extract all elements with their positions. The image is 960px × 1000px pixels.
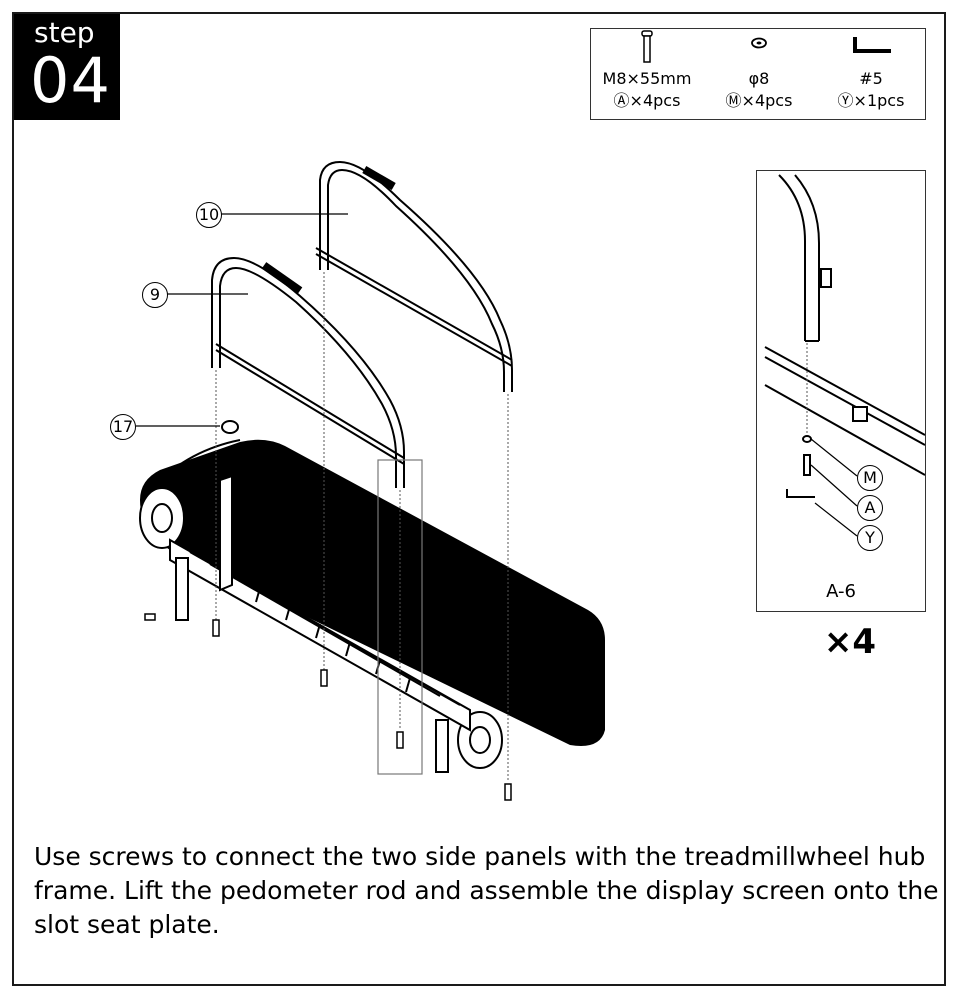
detail-view: M A Y A-6 bbox=[756, 170, 926, 612]
part-qty: Ⓨ×1pcs bbox=[837, 91, 905, 110]
step-badge: step 04 bbox=[14, 14, 120, 120]
side-panel-10 bbox=[319, 160, 513, 392]
side-panel-9 bbox=[211, 256, 405, 488]
treadmill-belt bbox=[140, 439, 605, 746]
part-spec: #5 bbox=[859, 69, 883, 88]
step-number: 04 bbox=[30, 44, 111, 117]
callout-10: 10 bbox=[196, 202, 222, 228]
callout-17: 17 bbox=[110, 414, 136, 440]
parts-list: M8×55mm Ⓐ×4pcs φ8 Ⓜ×4pcs #5 Ⓨ×1pcs bbox=[590, 28, 926, 120]
instruction-text: Use screws to connect the two side panel… bbox=[34, 842, 939, 939]
part-washer: φ8 Ⓜ×4pcs bbox=[703, 29, 815, 121]
screw-icon bbox=[641, 30, 653, 63]
treadmill-illustration bbox=[136, 160, 605, 801]
part-hex-key: #5 Ⓨ×1pcs bbox=[815, 29, 927, 121]
detail-caption: A-6 bbox=[826, 581, 856, 602]
detail-label-m: M bbox=[857, 465, 883, 491]
hex-key-icon bbox=[853, 37, 891, 53]
part-qty: Ⓜ×4pcs bbox=[725, 91, 793, 110]
part-spec: φ8 bbox=[748, 69, 770, 88]
part-spec: M8×55mm bbox=[602, 69, 692, 88]
part-screw: M8×55mm Ⓐ×4pcs bbox=[591, 29, 703, 121]
detail-label-a: A bbox=[857, 495, 883, 521]
part-qty: Ⓐ×4pcs bbox=[613, 91, 681, 110]
washer-icon bbox=[751, 37, 767, 49]
page-frame bbox=[12, 12, 946, 986]
detail-illustration bbox=[764, 174, 925, 537]
multiplier: ×4 bbox=[823, 622, 877, 662]
detail-label-y: Y bbox=[857, 525, 883, 551]
callout-9: 9 bbox=[142, 282, 168, 308]
step-word: step bbox=[34, 16, 95, 49]
